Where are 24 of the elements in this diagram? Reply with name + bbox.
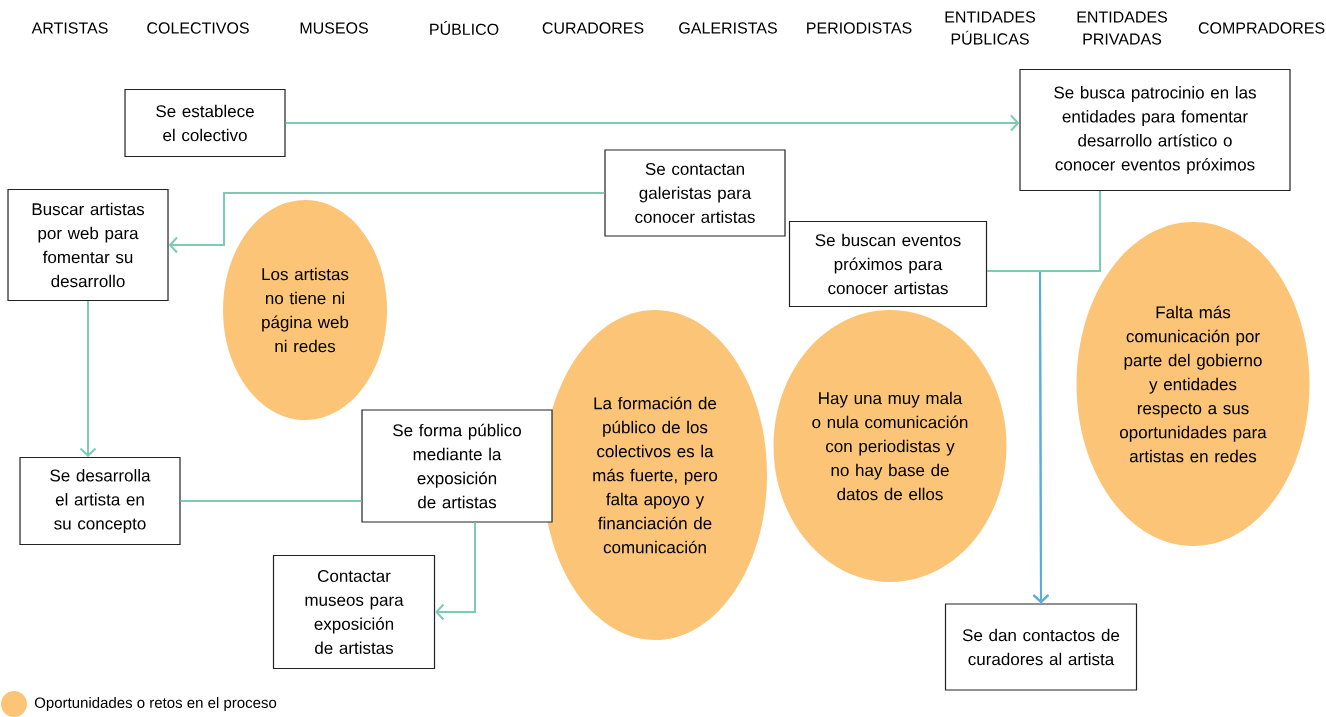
column-header: MUSEOS (300, 22, 368, 34)
process-box: Se buscan eventos próximos para conocer artistas (788, 220, 988, 308)
column-header: PERIODISTAS (807, 22, 912, 34)
process-box: Se desarrolla el artista en su concepto (19, 456, 181, 546)
connector-arrow (435, 521, 476, 621)
connector-arrow (168, 192, 606, 254)
column-header: GALERISTAS (679, 22, 777, 34)
legend-text: Oportunidades o retos en el proceso (34, 697, 277, 711)
process-box: Buscar artistas por web para fomentar su desarrollo (7, 188, 169, 302)
connector-arrow (284, 114, 1020, 132)
process-box: Se dan contactos de curadores al artista (944, 603, 1138, 691)
column-header: PÚBLICO (430, 21, 499, 35)
column-header: ARTISTAS (31, 22, 108, 34)
process-box: Se busca patrocinio en las entidades para fomentar desarrollo artístico o conocer eventos próximos (1019, 68, 1291, 192)
connector-arrow (79, 300, 97, 457)
process-box: Se contactan galeristas para conocer artistas (604, 149, 786, 237)
process-box: Se forma público mediante la exposición de artistas (361, 409, 553, 523)
column-header: CURADORES (542, 22, 644, 34)
column-header: COMPRADORES (1198, 22, 1325, 34)
column-header: ENTIDADES PRIVADAS (1077, 11, 1168, 45)
process-box: Se establece el colectivo (124, 88, 286, 158)
column-header: COLECTIVOS (147, 22, 249, 34)
process-box: Contactar museos para exposición de artistas (272, 554, 436, 670)
column-header: ENTIDADES PÚBLICAS (945, 11, 1036, 45)
